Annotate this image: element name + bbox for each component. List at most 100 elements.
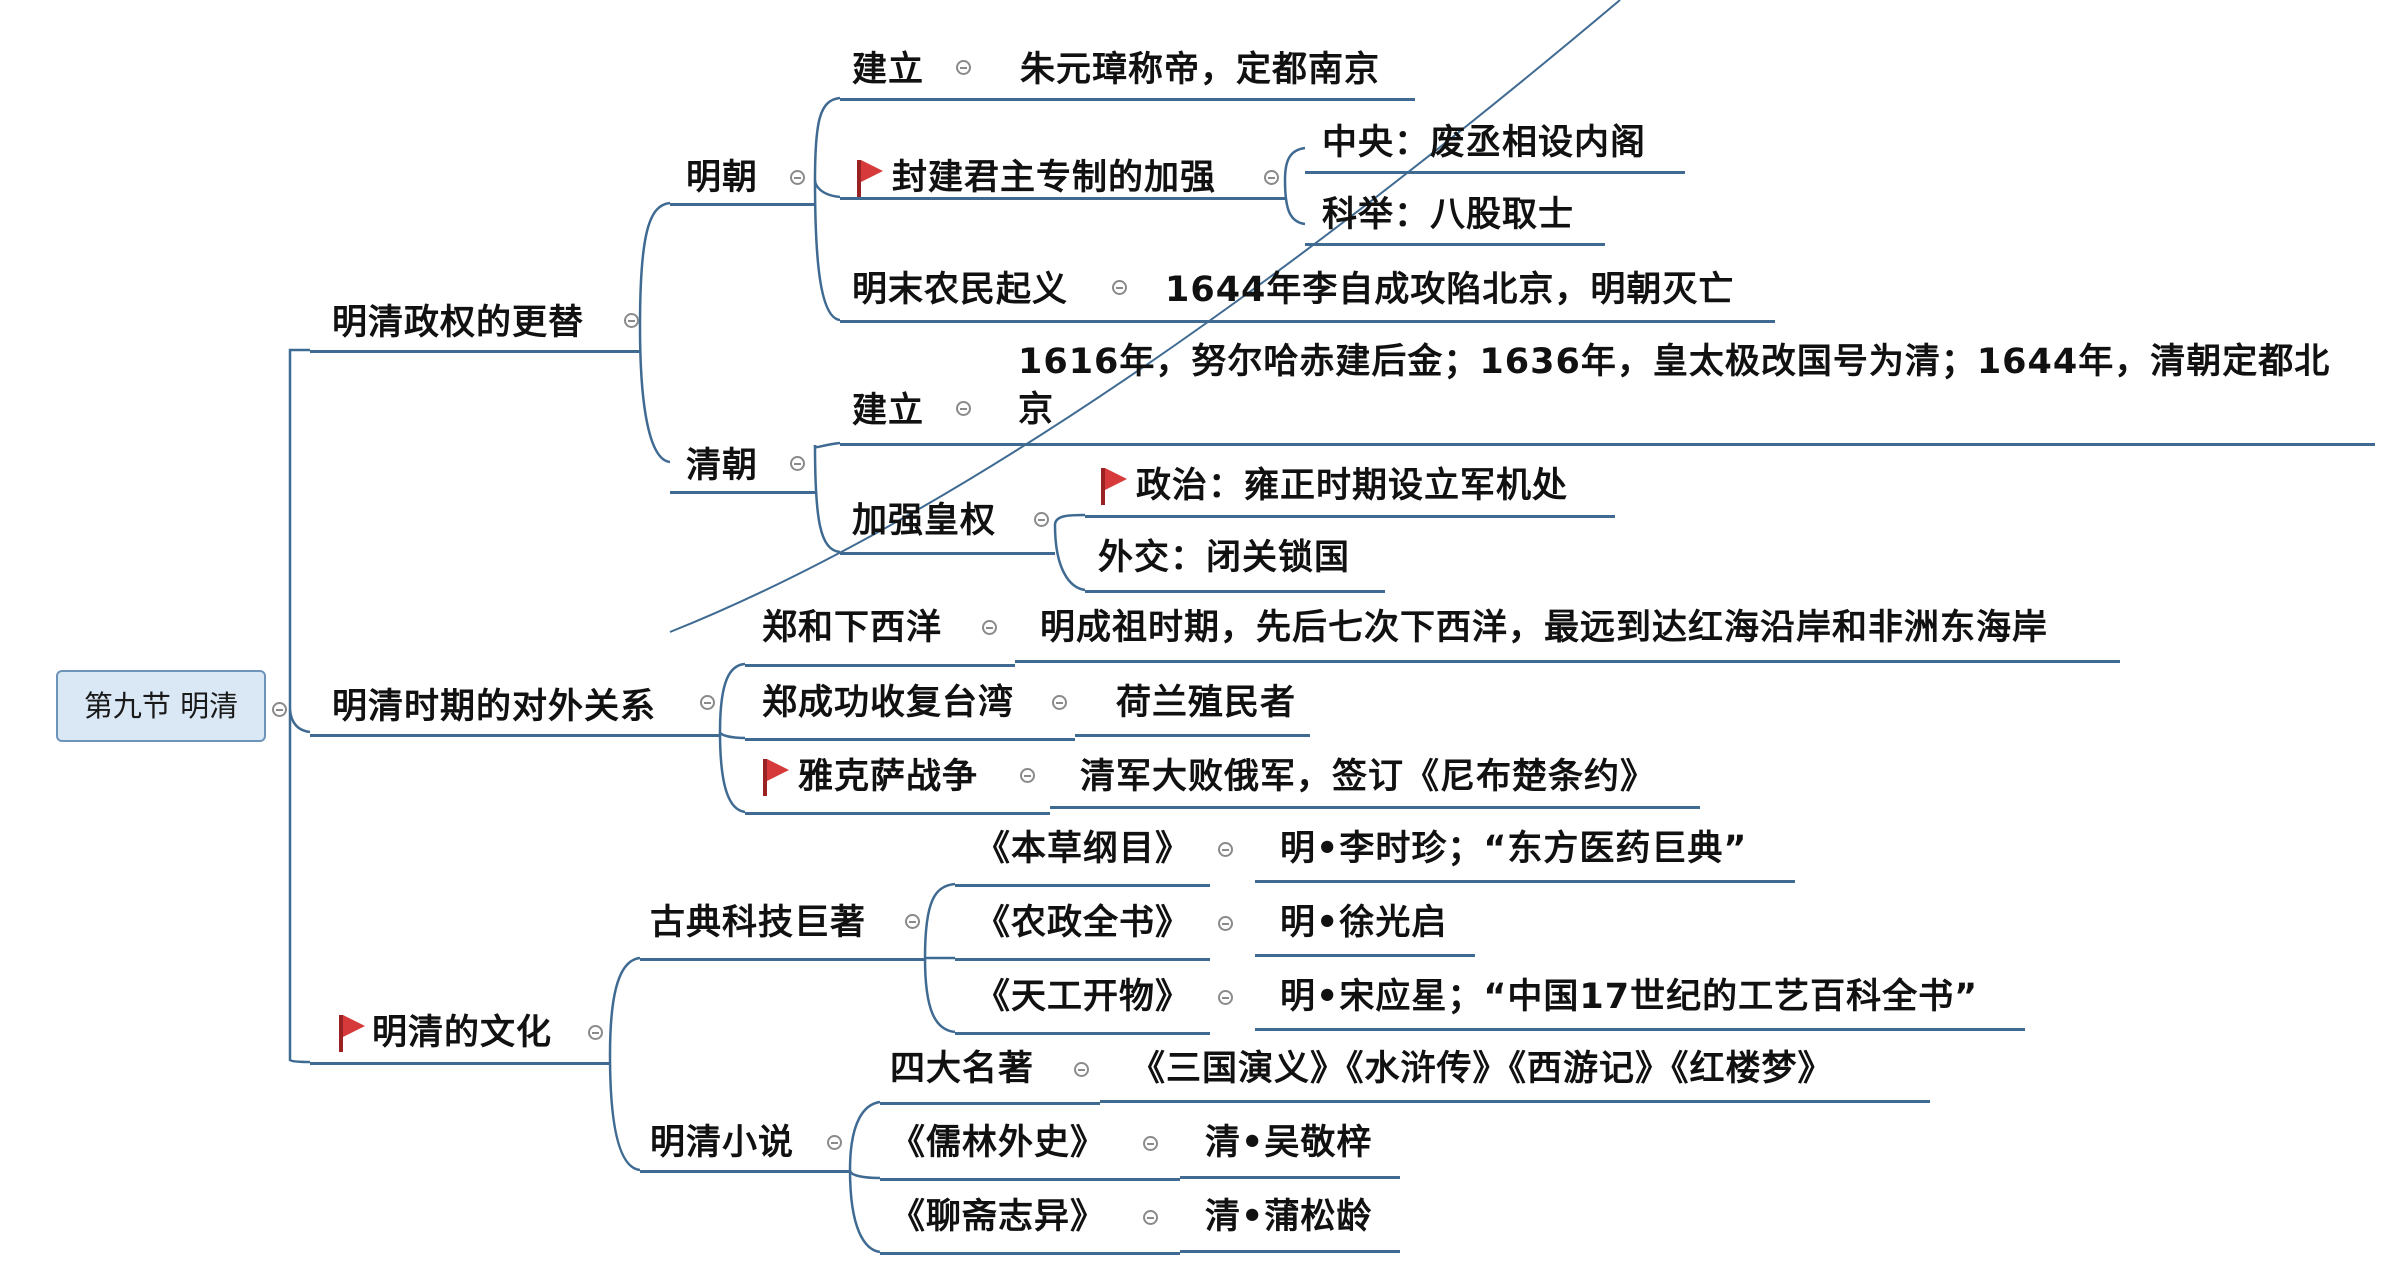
detail-taiwan: 荷兰殖民者: [1116, 683, 1297, 723]
branch-foreign-underline: [310, 734, 720, 737]
collapse-icon[interactable]: [905, 914, 920, 929]
detail-ming-found: 朱元璋称帝，定都南京: [1020, 50, 1381, 90]
detail-qing-found: 1616年，努尔哈赤建后金；1636年，皇太极改国号为清；1644年，清朝定都北…: [1018, 342, 2331, 430]
topic-ming[interactable]: 明朝: [686, 158, 759, 198]
underline: [840, 98, 995, 101]
science-book[interactable]: 《农政全书》: [975, 903, 1192, 943]
topic-ming-revolt[interactable]: 明末农民起义: [852, 270, 1069, 310]
detail-zhenghe: 明成祖时期，先后七次下西洋，最远到达红海沿岸和非洲东海岸: [1040, 608, 2049, 648]
underline: [840, 552, 1055, 555]
underline: [1255, 880, 1795, 883]
detail-qing-politics: 政治：雍正时期设立军机处: [1136, 466, 1569, 506]
collapse-icon[interactable]: [790, 170, 805, 185]
underline: [1180, 1176, 1400, 1179]
science-detail: 明•李时珍；“东方医药巨典”: [1280, 829, 1748, 869]
novel-book[interactable]: 《聊斋志异》: [890, 1197, 1107, 1237]
underline: [640, 958, 925, 961]
red-flag-icon: [760, 757, 790, 797]
underline: [640, 1170, 850, 1173]
underline: [880, 1102, 1100, 1105]
underline: [1100, 1100, 1930, 1103]
topic-ming-strengthen[interactable]: 封建君主专制的加强: [892, 158, 1217, 198]
topic-science[interactable]: 古典科技巨著: [650, 903, 867, 943]
novel-detail: 清•蒲松龄: [1205, 1197, 1373, 1237]
collapse-icon[interactable]: [1143, 1210, 1158, 1225]
topic-qing-found[interactable]: 建立: [852, 391, 925, 431]
collapse-icon[interactable]: [1264, 170, 1279, 185]
collapse-icon[interactable]: [1143, 1136, 1158, 1151]
underline: [955, 1032, 1210, 1035]
red-flag-icon: [854, 158, 884, 198]
underline: [745, 738, 1075, 741]
topic-ming-found[interactable]: 建立: [852, 50, 925, 90]
underline: [995, 443, 2375, 446]
underline: [955, 884, 1210, 887]
underline: [1255, 954, 1475, 957]
detail-ming-center: 中央：废丞相设内阁: [1322, 123, 1647, 163]
underline: [1305, 243, 1605, 246]
underline: [1255, 1028, 2025, 1031]
red-flag-icon: [1098, 466, 1128, 506]
underline: [995, 98, 1415, 101]
detail-ming-exam: 科举：八股取士: [1322, 195, 1575, 235]
branch-change-underline: [310, 350, 640, 353]
collapse-icon[interactable]: [1218, 842, 1233, 857]
underline: [1140, 320, 1775, 323]
underline: [1085, 590, 1385, 593]
collapse-icon[interactable]: [790, 456, 805, 471]
science-book[interactable]: 《天工开物》: [975, 977, 1192, 1017]
branch-culture-underline: [310, 1062, 610, 1065]
detail-yaksa: 清军大败俄军，签订《尼布楚条约》: [1080, 757, 1657, 797]
root-topic[interactable]: 第九节 明清: [56, 670, 266, 742]
collapse-icon[interactable]: [272, 702, 287, 717]
collapse-icon[interactable]: [624, 313, 639, 328]
novel-detail: 《三国演义》《水浒传》《西游记》《红楼梦》: [1130, 1049, 1834, 1089]
topic-qing-underline: [670, 491, 815, 494]
branch-foreign-label[interactable]: 明清时期的对外关系: [332, 687, 657, 727]
detail-qing-diplomacy: 外交：闭关锁国: [1098, 538, 1351, 578]
underline: [1015, 660, 2120, 663]
underline: [840, 197, 1285, 200]
collapse-icon[interactable]: [956, 60, 971, 75]
collapse-icon[interactable]: [982, 620, 997, 635]
underline: [1180, 1250, 1400, 1253]
branch-change-label[interactable]: 明清政权的更替: [332, 303, 585, 343]
underline: [1305, 171, 1685, 174]
science-detail: 明•宋应星；“中国17世纪的工艺百科全书”: [1280, 977, 1979, 1017]
collapse-icon[interactable]: [1052, 695, 1067, 710]
collapse-icon[interactable]: [1218, 990, 1233, 1005]
collapse-icon[interactable]: [700, 695, 715, 710]
collapse-icon[interactable]: [1218, 916, 1233, 931]
topic-yaksa[interactable]: 雅克萨战争: [798, 757, 979, 797]
underline: [1050, 806, 1700, 809]
collapse-icon[interactable]: [827, 1135, 842, 1150]
topic-novels[interactable]: 明清小说: [650, 1123, 795, 1163]
novel-book[interactable]: 四大名著: [890, 1049, 1035, 1089]
collapse-icon[interactable]: [956, 401, 971, 416]
underline: [1085, 515, 1615, 518]
topic-taiwan[interactable]: 郑成功收复台湾: [762, 683, 1015, 723]
novel-book[interactable]: 《儒林外史》: [890, 1123, 1107, 1163]
collapse-icon[interactable]: [1074, 1062, 1089, 1077]
collapse-icon[interactable]: [1020, 768, 1035, 783]
topic-qing[interactable]: 清朝: [686, 446, 759, 486]
underline: [745, 812, 1050, 815]
underline: [880, 1178, 1180, 1181]
detail-ming-revolt: 1644年李自成攻陷北京，明朝灭亡: [1165, 270, 1735, 310]
red-flag-icon: [336, 1013, 366, 1053]
underline: [745, 664, 1015, 667]
underline: [840, 320, 1140, 323]
topic-zhenghe[interactable]: 郑和下西洋: [762, 608, 943, 648]
underline: [880, 1252, 1180, 1255]
collapse-icon[interactable]: [588, 1025, 603, 1040]
underline: [955, 958, 1210, 961]
science-detail: 明•徐光启: [1280, 903, 1448, 943]
collapse-icon[interactable]: [1112, 280, 1127, 295]
branch-culture-label[interactable]: 明清的文化: [372, 1013, 553, 1053]
topic-qing-power[interactable]: 加强皇权: [852, 501, 997, 541]
collapse-icon[interactable]: [1034, 512, 1049, 527]
underline: [1075, 734, 1310, 737]
topic-ming-underline: [670, 203, 815, 206]
science-book[interactable]: 《本草纲目》: [975, 829, 1192, 869]
